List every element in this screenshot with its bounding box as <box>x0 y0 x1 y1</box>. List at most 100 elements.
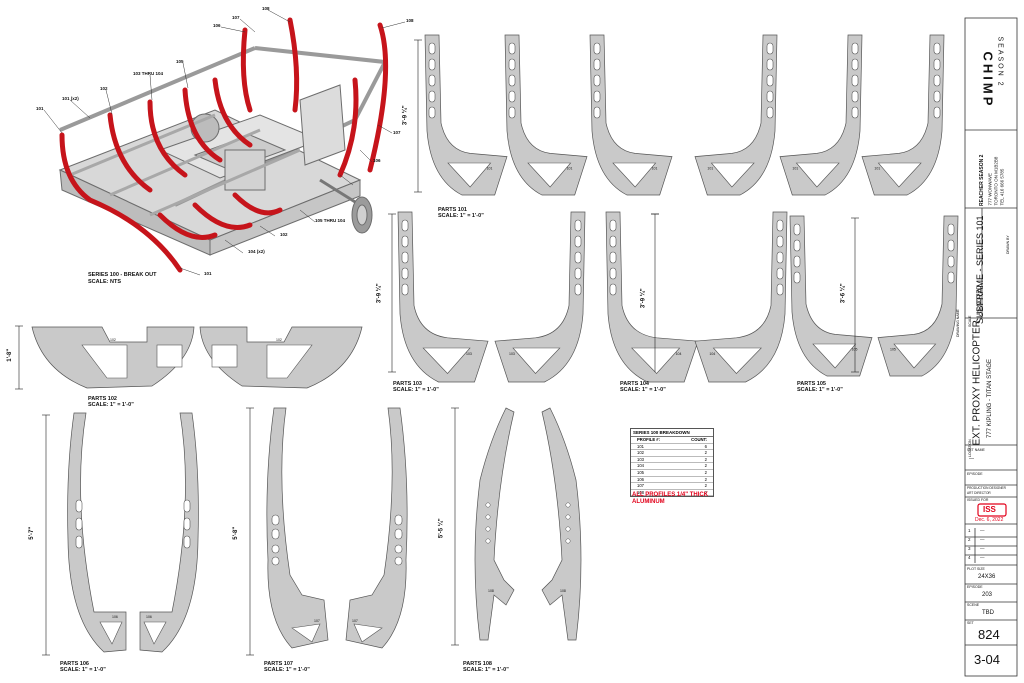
hole <box>565 514 571 520</box>
parts-105-dim: 3'-6 ¼" <box>840 283 847 304</box>
set-name-label: SET NAME <box>967 448 985 452</box>
parts-104-scale: SCALE: 1" = 1'-0" <box>620 387 666 393</box>
hole <box>565 502 571 508</box>
triangle-cutout <box>447 162 492 188</box>
row-count: 2 <box>704 450 707 456</box>
parts-106-scale: SCALE: 1" = 1'-0" <box>60 667 106 673</box>
iso-part-label: 102 <box>100 86 108 91</box>
part-number-tag: 107 <box>314 619 320 623</box>
cutout-slot <box>793 255 801 268</box>
cutout-slot <box>401 283 409 296</box>
cutout-slot <box>428 106 436 119</box>
hole <box>565 526 571 532</box>
part-number-tag: 102 <box>110 338 116 342</box>
parts-107-dim: 5'-8" <box>233 526 240 540</box>
triangle-cutout <box>812 343 857 369</box>
issue-date: Dec. 6, 2022 <box>975 517 1004 523</box>
parts-102-title: PARTS 102 <box>88 396 117 402</box>
iso-part-label: 108 <box>406 18 414 23</box>
parts-107-title: PARTS 107 <box>264 661 293 667</box>
cutout-slot <box>776 251 784 264</box>
row-profile: 101 <box>637 443 644 449</box>
rib-profile <box>779 34 863 196</box>
cutout-slot <box>401 235 409 248</box>
drawn-by-label: DRAWN BY <box>1006 235 1010 254</box>
rib-profile <box>789 215 873 377</box>
part-number-tag: 102 <box>276 338 282 342</box>
material-note: ALL PROFILES 1/4" THICK ALUMINUM <box>632 492 708 506</box>
part-number-tag: 104 <box>676 352 682 356</box>
cutout-slot <box>933 74 941 87</box>
parts-108-title: PARTS 108 <box>463 661 492 667</box>
cutout-slot <box>851 42 859 55</box>
scale-value: AS NOTED <box>977 285 983 316</box>
row-count: 2 <box>704 469 707 475</box>
cutout-slot <box>401 219 409 232</box>
triangle-cutout <box>81 344 128 379</box>
iso-part-label: 102 <box>280 232 288 237</box>
hole <box>485 526 491 532</box>
parts-104-title: PARTS 104 <box>620 381 649 387</box>
rib-profile <box>694 34 778 196</box>
row-profile: 107 <box>637 483 644 489</box>
part-number-tag: 101 <box>487 166 493 170</box>
cutout-slot <box>851 106 859 119</box>
cutout-slot <box>933 42 941 55</box>
parts-108-scale: SCALE: 1" = 1'-0" <box>463 667 509 673</box>
set-number: 824 <box>978 627 1000 642</box>
row-count: 2 <box>704 463 707 469</box>
part-number-tag: 106 <box>146 615 152 619</box>
parts-103-dim: 3'-9 ¼" <box>376 283 383 304</box>
revision-text: — <box>980 537 985 542</box>
row-profile: 104 <box>637 463 644 469</box>
episode-number: 203 <box>982 592 993 598</box>
cutout-slot <box>75 535 83 549</box>
cutout-slot <box>947 271 955 284</box>
cutout-slot <box>933 106 941 119</box>
cutout-slot <box>183 535 191 549</box>
rib-profile <box>694 211 788 383</box>
plate-window <box>156 344 183 368</box>
plot-size-label: PLOT SIZE <box>967 567 985 571</box>
cutout-slot <box>574 267 582 280</box>
cutout-slot <box>766 74 774 87</box>
cutout-slot <box>428 58 436 71</box>
iss-stamp: ISS <box>983 505 996 514</box>
address-line-1: 777 WONWAVE <box>987 172 993 206</box>
row-profile: 106 <box>637 476 644 482</box>
triangle-cutout <box>422 347 471 374</box>
parts-101-scale: SCALE: 1" = 1'-0" <box>438 213 484 219</box>
iso-caption-scale: SCALE: NTS <box>88 279 121 285</box>
rib-profile <box>589 34 673 196</box>
material-note-line-2: ALUMINUM <box>632 499 665 505</box>
company-name: REACHER SEASON 2 <box>979 154 985 206</box>
parts-105-title: PARTS 105 <box>797 381 826 387</box>
cutout-slot <box>851 58 859 71</box>
rib-108-profile <box>541 407 582 641</box>
col-profile: PROFILE #: <box>637 437 661 442</box>
cutout-slot <box>574 283 582 296</box>
cutout-slot <box>793 271 801 284</box>
revision-number: 2 <box>968 537 971 542</box>
address-line-2: TORONTO ON M1B2B8 <box>993 156 999 206</box>
triangle-cutout <box>795 162 840 188</box>
cutout-slot <box>394 528 403 540</box>
triangle-cutout <box>512 347 561 374</box>
cutout-slot <box>609 283 617 296</box>
triangle-cutout <box>143 621 167 645</box>
title-block-frame <box>964 17 1018 677</box>
cutout-slot <box>947 255 955 268</box>
revision-number: 3 <box>968 546 971 551</box>
cutout-slot <box>609 267 617 280</box>
triangle-cutout <box>710 162 755 188</box>
